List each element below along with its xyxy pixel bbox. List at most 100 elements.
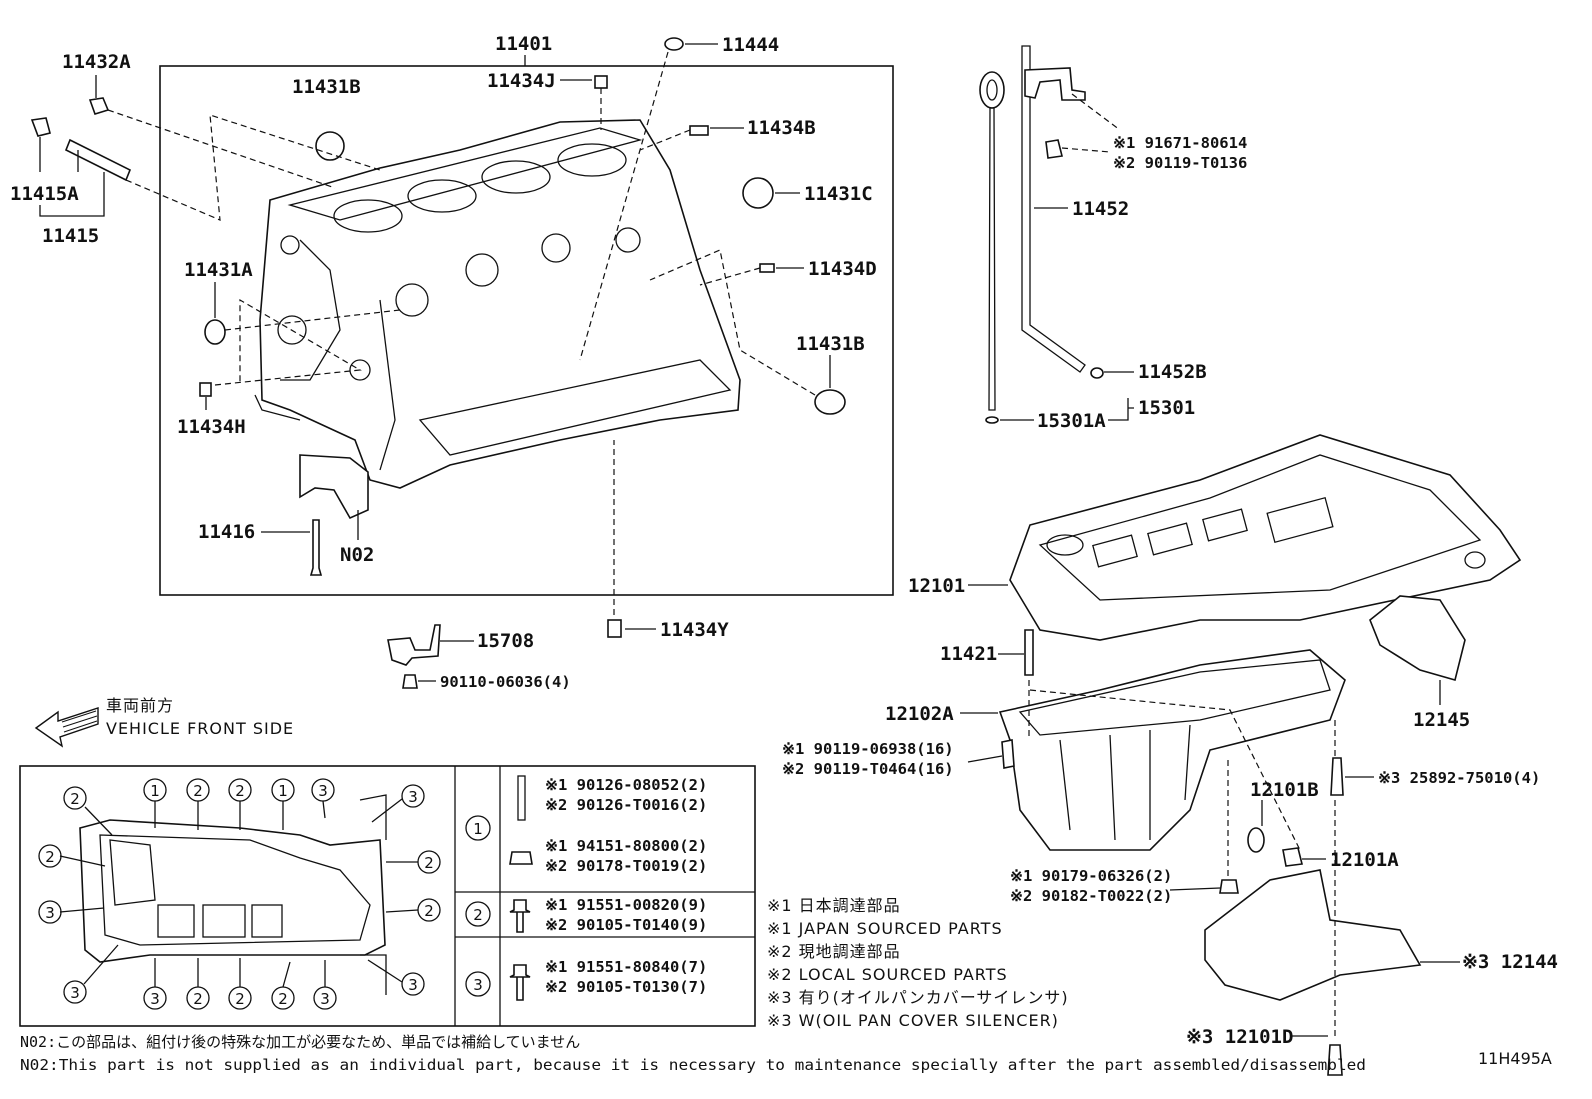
label-ref-91671[interactable]: ※1 91671-80614 [1113, 134, 1247, 152]
drain-plug-12101A[interactable] [1282, 847, 1303, 867]
bolt-layout-box [19, 765, 756, 1027]
label-bolt-90119-06938[interactable]: ※1 90119-06938(16) [782, 740, 954, 758]
svg-text:2: 2 [235, 990, 245, 1008]
label-11415[interactable]: 11415 [42, 225, 99, 247]
layout-marker-right-2: 2 [417, 850, 441, 874]
plug-11434J[interactable] [594, 75, 608, 89]
label-11421[interactable]: 11421 [940, 643, 997, 665]
cylinder-block[interactable] [254, 119, 741, 489]
label-11432A[interactable]: 11432A [62, 51, 131, 73]
svg-text:1: 1 [473, 820, 483, 838]
legend-3: ※2 現地調達部品 [767, 942, 901, 961]
gasket-12101B[interactable] [1247, 827, 1265, 853]
bearing-cap-N02[interactable] [299, 454, 369, 520]
label-11401[interactable]: 11401 [495, 33, 552, 55]
svg-text:1: 1 [150, 782, 160, 800]
label-12144[interactable]: ※3 12144 [1462, 951, 1558, 973]
oil-pan-lower-12102A[interactable] [998, 649, 1346, 851]
label-11434B[interactable]: 11434B [747, 117, 816, 139]
label-nut-90182[interactable]: ※2 90182-T0022(2) [1010, 887, 1172, 905]
cap-11431C[interactable] [742, 177, 774, 209]
label-12101[interactable]: 12101 [908, 575, 965, 597]
stud-25892[interactable] [1330, 757, 1344, 796]
nut-icon [509, 851, 533, 865]
plug-11434D[interactable] [759, 263, 775, 273]
stud-icon [517, 775, 526, 821]
svg-text:3: 3 [320, 990, 330, 1008]
vehicle-front-arrow-icon [34, 707, 99, 748]
layout-marker-left-3: 3 [38, 900, 62, 924]
svg-text:2: 2 [424, 854, 434, 872]
union-11432A[interactable] [88, 97, 110, 115]
bolt-11416[interactable] [309, 519, 323, 576]
label-11416[interactable]: 11416 [198, 521, 255, 543]
label-12145[interactable]: 12145 [1413, 709, 1470, 731]
label-11431B-top[interactable]: 11431B [292, 76, 361, 98]
label-stud-25892[interactable]: ※3 25892-75010(4) [1378, 769, 1540, 787]
label-bolt-90119-T0464[interactable]: ※2 90119-T0464(16) [782, 760, 954, 778]
front-label-en: VEHICLE FRONT SIDE [106, 719, 294, 738]
layout-marker-bottom-1: 3 [143, 986, 167, 1010]
gasket-11444[interactable] [664, 37, 684, 51]
label-15708[interactable]: 15708 [477, 630, 534, 652]
oil-pan-layout [79, 794, 387, 995]
label-nut-90179[interactable]: ※1 90179-06326(2) [1010, 867, 1172, 885]
svg-text:1: 1 [278, 782, 288, 800]
label-11434D[interactable]: 11434D [808, 258, 877, 280]
label-12101A[interactable]: 12101A [1330, 849, 1399, 871]
label-11452B[interactable]: 11452B [1138, 361, 1207, 383]
row1-a2: ※2 90126-T0016(2) [545, 796, 707, 814]
label-11452[interactable]: 11452 [1072, 198, 1129, 220]
layout-marker-bottom-5: 3 [313, 986, 337, 1010]
label-11431B-right[interactable]: 11431B [796, 333, 865, 355]
layout-marker-right-3: 2 [417, 898, 441, 922]
plug-11434H[interactable] [199, 382, 212, 397]
tube-11415[interactable] [64, 138, 132, 182]
row2-a1: ※1 91551-00820(9) [545, 896, 707, 914]
label-N02[interactable]: N02 [340, 544, 374, 566]
label-12101B[interactable]: 12101B [1250, 779, 1319, 801]
layout-marker-right-1: 3 [401, 784, 425, 808]
block-frame [159, 65, 894, 596]
layout-marker-top-5: 3 [311, 778, 335, 802]
oil-jet-15708[interactable] [387, 624, 441, 666]
cover-12144[interactable] [1204, 869, 1422, 1001]
label-11415A[interactable]: 11415A [10, 183, 79, 205]
seal-11431A[interactable] [204, 319, 226, 345]
seal-11431B-right[interactable] [814, 389, 846, 415]
nut-90179[interactable] [1219, 879, 1239, 894]
cap-11431B-top[interactable] [315, 131, 345, 161]
label-ref-90119-T0136[interactable]: ※2 90119-T0136 [1113, 154, 1247, 172]
label-12101D[interactable]: ※3 12101D [1186, 1026, 1293, 1048]
dipstick-guide-11452[interactable] [1021, 45, 1086, 373]
o-ring-15301A[interactable] [985, 416, 999, 424]
label-12102A[interactable]: 12102A [885, 703, 954, 725]
bolt-90110[interactable] [402, 674, 418, 689]
row2-a2: ※2 90105-T0140(9) [545, 916, 707, 934]
o-ring-11452B[interactable] [1090, 367, 1104, 379]
bolt-11415A[interactable] [30, 117, 51, 137]
label-11431C[interactable]: 11431C [804, 183, 873, 205]
svg-text:2: 2 [424, 902, 434, 920]
note-jp: N02:この部品は、組付け後の特殊な加工が必要なため、単品では補給していません [20, 1033, 580, 1051]
label-11434J[interactable]: 11434J [487, 70, 556, 92]
pin-11434Y[interactable] [607, 619, 622, 638]
label-11434H[interactable]: 11434H [177, 416, 246, 438]
bolt-12101D[interactable] [1327, 1044, 1343, 1076]
oil-pan-upper-12101[interactable] [1009, 434, 1522, 641]
dipstick-15301[interactable] [979, 71, 1005, 411]
plug-11434B[interactable] [689, 125, 709, 136]
label-11431A[interactable]: 11431A [184, 259, 253, 281]
label-11444[interactable]: 11444 [722, 34, 779, 56]
bolt-90119-06938[interactable] [1001, 739, 1015, 769]
label-11434Y[interactable]: 11434Y [660, 619, 729, 641]
label-15301A[interactable]: 15301A [1037, 410, 1106, 432]
label-90110[interactable]: 90110-06036(4) [440, 673, 571, 691]
stud-11421[interactable] [1024, 629, 1034, 676]
label-15301[interactable]: 15301 [1138, 397, 1195, 419]
bolt-91671[interactable] [1045, 139, 1063, 159]
layout-marker-left-4: 3 [63, 980, 87, 1004]
diagram-id: 11H495A [1478, 1049, 1552, 1068]
baffle-12145[interactable] [1369, 595, 1466, 681]
